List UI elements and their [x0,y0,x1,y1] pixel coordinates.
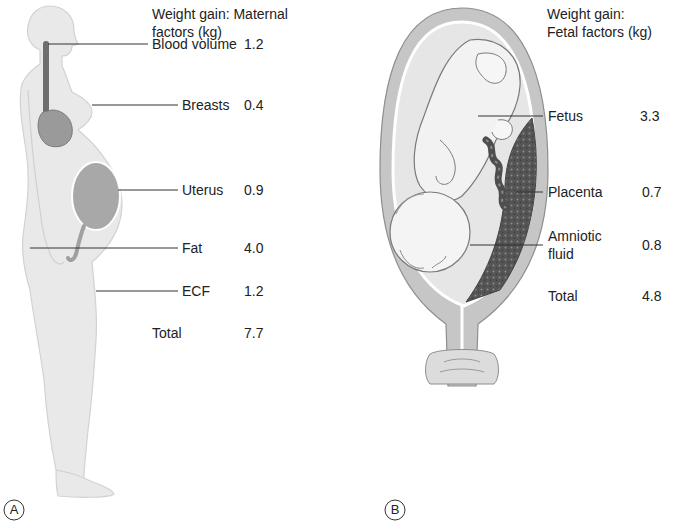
weight-value: 0.9 [244,181,263,199]
weight-value: 0.7 [642,183,661,201]
leader-lines [470,116,543,245]
uterus-section [380,8,548,386]
part-name: ECF [182,282,210,300]
part-name: Fat [182,239,202,257]
panel-letter: A [3,499,25,521]
part-name: Fetus [548,107,583,125]
weight-value: 0.8 [642,236,661,254]
weight-value: 1.2 [244,35,263,53]
part-name: Amniotic fluid [548,227,610,263]
panel-letter-circle: B [384,499,406,521]
panel-heading: Weight gain: Fetal factors (kg) [547,5,657,41]
panel-letter: B [384,499,406,521]
total-value: 7.7 [244,324,263,342]
part-name: Breasts [182,96,229,114]
weight-value: 4.0 [244,239,263,257]
weight-value: 3.3 [640,107,659,125]
panel-letter-circle: A [3,499,25,521]
weight-value: 0.4 [244,96,263,114]
part-name: Blood volume [152,35,237,53]
total-name: Total [548,287,578,305]
leader-lines [30,44,178,291]
total-name: Total [152,324,182,342]
woman-silhouette [20,6,122,497]
total-value: 4.8 [642,287,661,305]
part-name: Uterus [182,181,223,199]
part-name: Placenta [548,183,602,201]
weight-value: 1.2 [244,282,263,300]
panel-heading: Weight gain: Maternal factors (kg) [152,5,290,41]
